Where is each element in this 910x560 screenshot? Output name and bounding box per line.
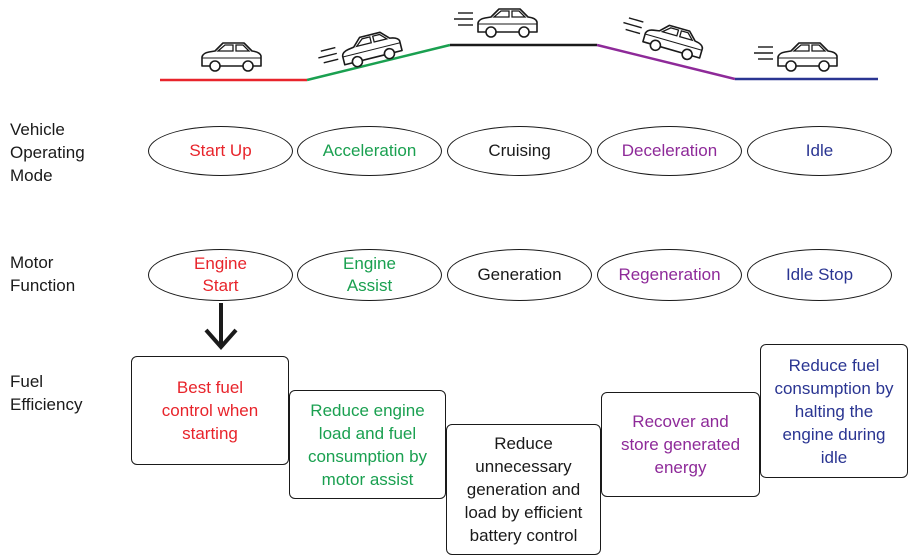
mode-acceleration: Acceleration <box>297 126 442 176</box>
motor-function-engine-start: Engine Start <box>148 249 293 301</box>
road-segment-deceleration <box>596 43 736 81</box>
car-icon-cruising <box>453 8 538 38</box>
row-label-fuel-efficiency: Fuel Efficiency <box>10 372 83 414</box>
mode-deceleration: Deceleration <box>597 126 742 176</box>
row-label-vehicle-operating-mode: Vehicle Operating Mode <box>10 120 85 185</box>
road-profile <box>160 43 878 82</box>
fuel-efficiency-box-cruising: Reduce unnecessary generation and load b… <box>446 424 601 555</box>
fuel-efficiency-box-start-up: Best fuel control when starting <box>131 356 289 465</box>
fuel-efficiency-box-deceleration: Recover and store generated energy <box>601 392 760 497</box>
car-icon-start-up <box>201 42 262 72</box>
motor-function-idle-stop: Idle Stop <box>747 249 892 301</box>
down-arrow-icon <box>204 303 238 351</box>
motor-function-generation: Generation <box>447 249 592 301</box>
motor-function-engine-assist: Engine Assist <box>297 249 442 301</box>
mode-idle: Idle <box>747 126 892 176</box>
car-icon-deceleration <box>621 16 707 64</box>
car-icon-idle <box>753 42 838 72</box>
motor-function-regeneration: Regeneration <box>597 249 742 301</box>
mode-start-up: Start Up <box>148 126 293 176</box>
fuel-efficiency-box-acceleration: Reduce engine load and fuel consumption … <box>289 390 446 499</box>
road-segment-acceleration <box>306 43 451 82</box>
row-label-motor-function: Motor Function <box>10 253 76 295</box>
mode-cruising: Cruising <box>447 126 592 176</box>
fuel-efficiency-box-idle: Reduce fuel consumption by halting the e… <box>760 344 908 478</box>
